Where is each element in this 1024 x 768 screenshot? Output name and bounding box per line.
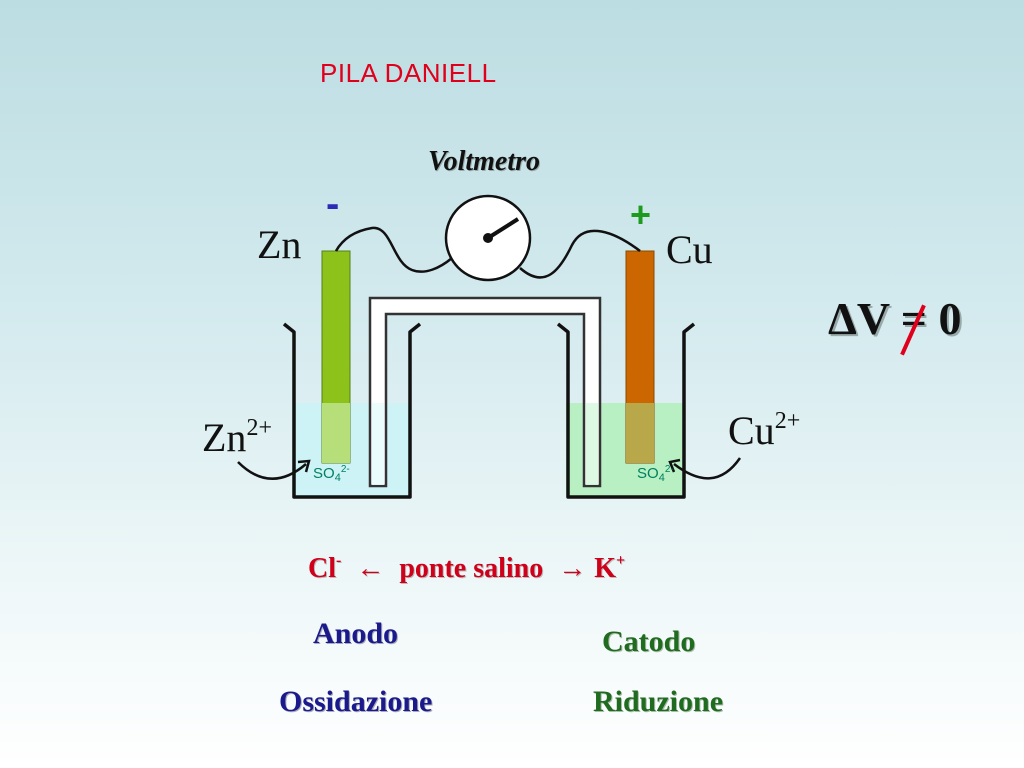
anode-label: Anodo bbox=[313, 617, 399, 650]
positive-sign: + bbox=[630, 194, 652, 235]
copper-ion-charge: 2+ bbox=[774, 408, 801, 434]
right-beaker bbox=[556, 322, 696, 499]
left-solution bbox=[292, 403, 410, 497]
bridge-label: ponte salino bbox=[399, 553, 544, 584]
bridge-anion-charge: - bbox=[336, 552, 342, 569]
right-sulfate-sub: 4 bbox=[658, 472, 665, 484]
bridge-cation: K bbox=[594, 553, 617, 584]
right-arrow-icon: → bbox=[558, 553, 587, 584]
oxidation-label: Ossidazione bbox=[279, 685, 433, 718]
copper-ion-symbol: Cu bbox=[728, 408, 775, 453]
left-sulfate-label: SO42- bbox=[313, 464, 350, 484]
reduction-label: Riduzione bbox=[593, 685, 724, 718]
cathode-label: Catodo bbox=[602, 625, 696, 658]
cu-ion-arrow bbox=[673, 457, 742, 480]
bridge-cation-charge: + bbox=[616, 552, 626, 569]
copper-ion-label: Cu2+ bbox=[728, 407, 800, 454]
right-sulfate-formula: SO bbox=[637, 465, 659, 482]
left-sulfate-charge: 2- bbox=[340, 464, 350, 475]
right-sulfate-label: SO42- bbox=[637, 464, 674, 484]
salt-bridge-tube bbox=[368, 296, 602, 488]
zinc-symbol: Zn bbox=[257, 222, 302, 267]
left-sulfate-sub: 4 bbox=[334, 472, 341, 484]
left-wire bbox=[334, 226, 453, 273]
left-arrow-icon: ← bbox=[356, 553, 385, 584]
voltmeter-label: Voltmetro bbox=[428, 146, 541, 177]
voltmeter-needle bbox=[486, 217, 520, 240]
zn-ion-arrow bbox=[237, 461, 307, 480]
right-sulfate-charge: 2- bbox=[664, 464, 674, 475]
zinc-ion-charge: 2+ bbox=[246, 415, 272, 441]
zinc-ion-label: Zn2+ bbox=[202, 414, 272, 461]
potential-difference: ΔV = 0 bbox=[828, 293, 962, 344]
right-wire bbox=[519, 229, 641, 279]
bridge-anion: Cl bbox=[308, 553, 336, 584]
zinc-ion-symbol: Zn bbox=[202, 415, 247, 460]
copper-symbol: Cu bbox=[666, 227, 713, 272]
left-beaker bbox=[282, 322, 422, 499]
negative-sign: - bbox=[326, 182, 340, 226]
slide-title: PILA DANIELL bbox=[320, 58, 497, 88]
salt-bridge-caption: Cl- ← ponte salino →K+ bbox=[308, 552, 625, 585]
left-sulfate-formula: SO bbox=[313, 465, 335, 482]
